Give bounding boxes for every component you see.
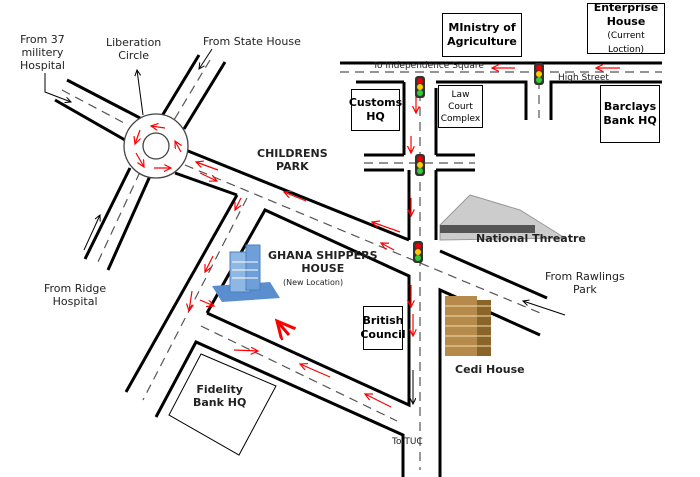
road-edges xyxy=(54,54,662,477)
label-to-tuc: To TUC xyxy=(392,437,423,447)
current-location-label: (Current Loction) xyxy=(607,30,645,55)
label-high-street: High Street xyxy=(558,73,609,83)
label-from-state-house: From State House xyxy=(203,35,301,48)
fidelity-bank-outline xyxy=(168,353,277,456)
direction-pointers xyxy=(44,48,566,404)
traffic-light-icons xyxy=(413,63,544,263)
ministry-of-agriculture-box: MInistry of Agriculture xyxy=(442,13,522,57)
label-cedi-house: Cedi House xyxy=(455,363,525,376)
law-court-complex-box: Law Court Complex xyxy=(438,85,483,128)
british-council-box: British Council xyxy=(360,306,406,350)
enterprise-house-label: Enterprise House xyxy=(593,0,659,28)
ghana-shippers-building-icon xyxy=(212,244,280,302)
new-location-pointer-arrow xyxy=(277,321,289,335)
road-centre-lines xyxy=(61,59,662,470)
label-from-rawlings-park: From Rawlings Park xyxy=(545,270,625,296)
label-childrens-park: CHILDRENS PARK xyxy=(257,147,328,173)
label-from-ridge-hospital: From Ridge Hospital xyxy=(44,282,107,308)
cedi-house-building-icon xyxy=(445,296,491,356)
label-new-location: (New Location) xyxy=(283,278,344,287)
label-fidelity-bank: Fidelity Bank HQ xyxy=(193,383,247,409)
barclays-bank-box: Barclays Bank HQ xyxy=(600,85,660,143)
customs-hq-box: Customs HQ xyxy=(349,89,402,131)
label-to-independence-square: To Independence Square xyxy=(373,61,484,71)
label-ghana-shippers-house: GHANA SHIPPERS HOUSE xyxy=(268,249,378,275)
traffic-flow-arrows xyxy=(135,68,620,408)
enterprise-house-box: Enterprise House (Current Loction) xyxy=(587,0,665,55)
label-liberation-circle: Liberation Circle xyxy=(106,36,162,62)
label-from-37-hospital: From 37 militery Hospital xyxy=(20,33,65,72)
label-national-theatre: National Threatre xyxy=(476,232,586,245)
national-theatre-building-icon xyxy=(439,194,567,241)
